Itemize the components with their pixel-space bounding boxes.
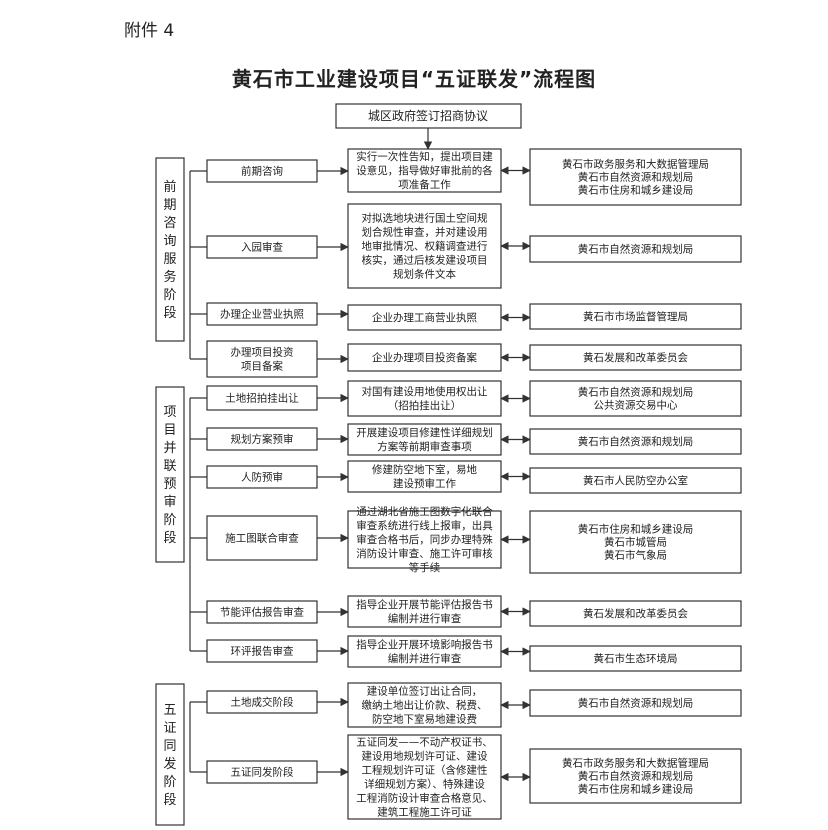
desc-box xyxy=(347,423,502,456)
desc-text: 通过湖北省施工图数字化联合审查系统进行线上报审，出具审查合格书后，同步办理特殊消… xyxy=(356,505,493,574)
top-box-label: 城区政府签订招商协议 xyxy=(368,108,488,123)
step-label: 节能评估报告审查 xyxy=(220,606,304,619)
step-label: 入园审查 xyxy=(241,241,283,254)
dept-box xyxy=(529,689,742,717)
step-box xyxy=(206,340,318,378)
dept-box xyxy=(529,148,742,206)
desc-text: 对国有建设用地使用权出让（招拍挂出让） xyxy=(362,385,488,412)
step-box xyxy=(206,515,318,561)
page-title: 黄石市工业建设项目“五证联发”流程图 xyxy=(231,67,597,91)
desc-text: 对拟选地块进行国土空间规划合规性审查，并对建设用地审批情况、权籍调查进行核实，通… xyxy=(362,212,488,281)
desc-text: 修建防空地下室，易地建设预审工作 xyxy=(372,463,477,490)
desc-box xyxy=(347,734,502,820)
desc-text: 五证同发——不动产权证书、建设用地规划许可证、建设工程规划许可证（含修建性详细规… xyxy=(356,736,493,819)
dept-box xyxy=(529,645,742,672)
step-label: 五证同发阶段 xyxy=(231,766,294,779)
dept-box xyxy=(529,380,742,417)
dept-box xyxy=(529,303,742,330)
dept-text: 黄石市自然资源和规划局公共资源交易中心 xyxy=(578,386,694,412)
dept-text: 黄石市政务服务和大数据管理局黄石市自然资源和规划局黄石市住房和城乡建设局 xyxy=(562,757,709,796)
step-label: 前期咨询 xyxy=(241,165,283,178)
stage-label: 项目并联预审阶段 xyxy=(163,405,176,546)
top-box xyxy=(335,103,522,129)
dept-text: 黄石发展和改革委员会 xyxy=(583,607,688,620)
desc-box xyxy=(347,460,502,493)
desc-text: 指导企业开展节能评估报告书编制并进行审查 xyxy=(356,598,493,625)
stage-box xyxy=(155,386,185,563)
dept-box xyxy=(529,510,742,574)
step-box xyxy=(206,385,318,411)
step-label: 土地招拍挂出让 xyxy=(225,392,299,405)
step-label: 环评报告审查 xyxy=(231,645,294,658)
step-label: 土地成交阶段 xyxy=(231,696,294,709)
stage-box xyxy=(155,683,185,826)
dept-text: 黄石发展和改革委员会 xyxy=(583,351,688,364)
desc-text: 企业办理工商营业执照 xyxy=(372,311,477,324)
desc-box xyxy=(347,304,502,331)
dept-text: 黄石市政务服务和大数据管理局黄石市自然资源和规划局黄石市住房和城乡建设局 xyxy=(562,158,709,197)
step-label: 办理项目投资项目备案 xyxy=(231,346,294,373)
desc-box xyxy=(347,203,502,289)
attachment-label: 附件 4 xyxy=(124,21,175,41)
dept-text: 黄石市市场监督管理局 xyxy=(583,310,688,323)
stage-label: 前期咨询服务阶段 xyxy=(163,179,176,321)
desc-text: 企业办理项目投资备案 xyxy=(372,351,477,364)
desc-text: 建设单位签订出让合同，缴纳土地出让价款、税费、防空地下室易地建设费 xyxy=(362,685,488,726)
desc-box xyxy=(347,148,502,193)
step-label: 施工图联合审查 xyxy=(225,532,299,545)
dept-box xyxy=(529,344,742,371)
desc-box xyxy=(347,595,502,628)
desc-text: 开展建设项目修建性详细规划方案等前期审查事项 xyxy=(356,426,493,453)
dept-text: 黄石市住房和城乡建设局黄石市城管局黄石市气象局 xyxy=(578,523,694,562)
dept-text: 黄石市自然资源和规划局 xyxy=(578,243,694,256)
step-label: 规划方案预审 xyxy=(231,433,294,446)
dept-text: 黄石市生态环境局 xyxy=(594,652,678,665)
desc-box xyxy=(347,510,502,569)
dept-text: 黄石市人民防空办公室 xyxy=(583,474,688,487)
stage-label: 五证同发阶段 xyxy=(163,703,176,808)
dept-box xyxy=(529,467,742,494)
stage-box xyxy=(155,157,185,342)
step-label: 人防预审 xyxy=(241,471,283,484)
step-label: 办理企业营业执照 xyxy=(220,308,304,321)
dept-text: 黄石市自然资源和规划局 xyxy=(578,697,694,710)
desc-text: 实行一次性告知，提出项目建设意见，指导做好审批前的各项准备工作 xyxy=(356,150,493,191)
desc-text: 指导企业开展环境影响报告书编制并进行审查 xyxy=(356,638,493,665)
dept-text: 黄石市自然资源和规划局 xyxy=(578,435,694,448)
